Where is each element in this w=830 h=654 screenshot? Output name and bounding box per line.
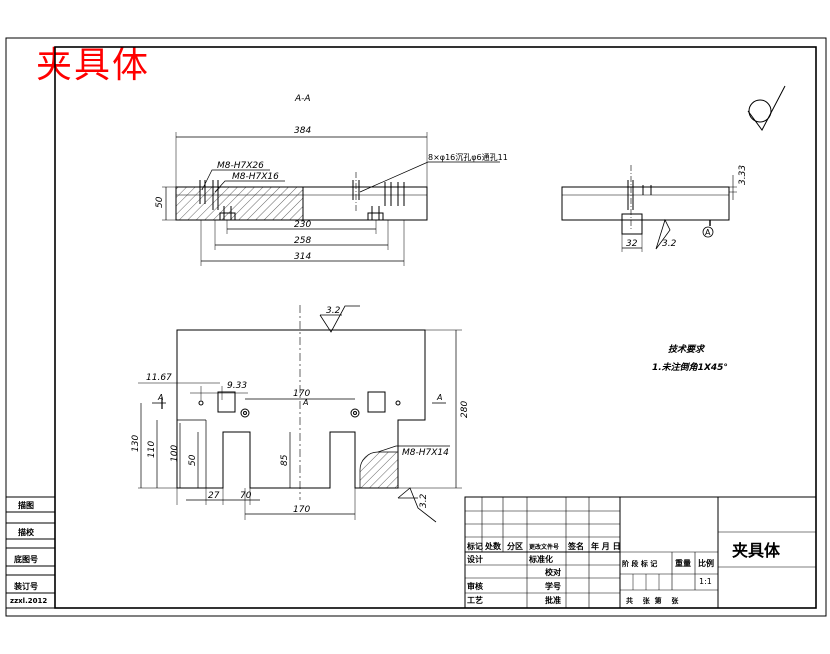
tb-nianyueri: 年 月 日 — [591, 541, 621, 551]
strip-zhuangding: 装订号 — [13, 581, 38, 591]
dim-314: 314 — [294, 252, 311, 262]
strip-ditu: 底图号 — [13, 554, 38, 564]
tb-xiaodui: 校对 — [545, 567, 561, 577]
top-view — [162, 132, 500, 266]
inner-border — [54, 46, 817, 609]
roughness-right: 3.2 — [419, 493, 429, 508]
dim-50-front: 50 — [188, 454, 198, 466]
section-a-mid: A — [302, 398, 308, 407]
strip-miaotu: 描图 — [18, 500, 34, 510]
dim-110: 110 — [147, 441, 157, 458]
dim-230: 230 — [294, 220, 311, 230]
thread-label-front: M8-H7X14 — [402, 448, 449, 458]
dim-280: 280 — [460, 401, 470, 418]
tb-qianming: 签名 — [567, 541, 584, 551]
tb-xuehao: 学号 — [545, 581, 561, 591]
section-label: A-A — [294, 94, 311, 104]
left-strip — [5, 496, 56, 609]
strip-code: zzxl.2012 — [10, 597, 47, 605]
dim-50-top: 50 — [155, 196, 165, 208]
dim-170-bottom: 170 — [293, 505, 310, 515]
strip-miaojiao: 描校 — [18, 527, 35, 537]
roughness-top: 3.2 — [326, 306, 341, 316]
tb-fenqu: 分区 — [507, 541, 523, 551]
top-view-hatch — [176, 187, 303, 220]
holes-note: 8×φ16沉孔φ6通孔11 — [428, 152, 508, 162]
tb-sheji: 设计 — [467, 554, 483, 564]
section-a-left: A — [157, 393, 163, 402]
tb-jieduan: 阶 段 标 记 — [622, 559, 657, 568]
tech-item-1: 1.未注倒角1X45° — [652, 362, 728, 373]
dim-3-33: 3.33 — [738, 165, 748, 185]
overall-roughness-symbol — [747, 85, 786, 131]
tb-biaozhunhua: 标准化 — [528, 554, 553, 564]
dim-170-top: 170 — [293, 389, 310, 399]
thread-label-1: M8-H7X26 — [217, 161, 264, 171]
side-view-outline — [561, 186, 730, 221]
roughness-side: 3.2 — [662, 239, 677, 249]
tb-zhongliang: 重量 — [675, 558, 691, 568]
dim-27: 27 — [208, 491, 220, 501]
tech-title: 技术要求 — [668, 344, 706, 355]
tb-shenhe: 审核 — [467, 581, 483, 591]
dim-11-67: 11.67 — [146, 373, 172, 383]
side-view — [561, 165, 737, 252]
dim-100: 100 — [170, 445, 180, 462]
part-name: 夹具体 — [732, 541, 781, 560]
section-a-right: A — [436, 393, 442, 402]
dim-32: 32 — [626, 239, 638, 249]
tb-wenjian: 更改文件号 — [529, 543, 559, 551]
thread-label-2: M8-H7X16 — [232, 172, 279, 182]
tb-bili: 比例 — [698, 558, 714, 568]
dim-85: 85 — [280, 454, 290, 466]
front-view — [138, 305, 462, 523]
dim-384: 384 — [294, 126, 311, 136]
dim-130: 130 — [131, 435, 141, 452]
dim-258: 258 — [294, 236, 311, 246]
dim-9-33: 9.33 — [227, 381, 247, 391]
title-block — [464, 496, 817, 609]
outer-border — [5, 37, 827, 617]
tb-chushu: 处数 — [484, 541, 502, 551]
tb-biaoji: 标记 — [466, 541, 483, 551]
tb-scale: 1:1 — [699, 577, 712, 586]
dim-70: 70 — [240, 491, 252, 501]
datum-a: A — [705, 228, 711, 237]
tb-gongyi: 工艺 — [467, 595, 483, 605]
tb-sheets: 共 张 第 张 — [626, 596, 679, 605]
front-view-outline — [176, 329, 426, 489]
tb-pizhun: 批准 — [545, 595, 561, 605]
